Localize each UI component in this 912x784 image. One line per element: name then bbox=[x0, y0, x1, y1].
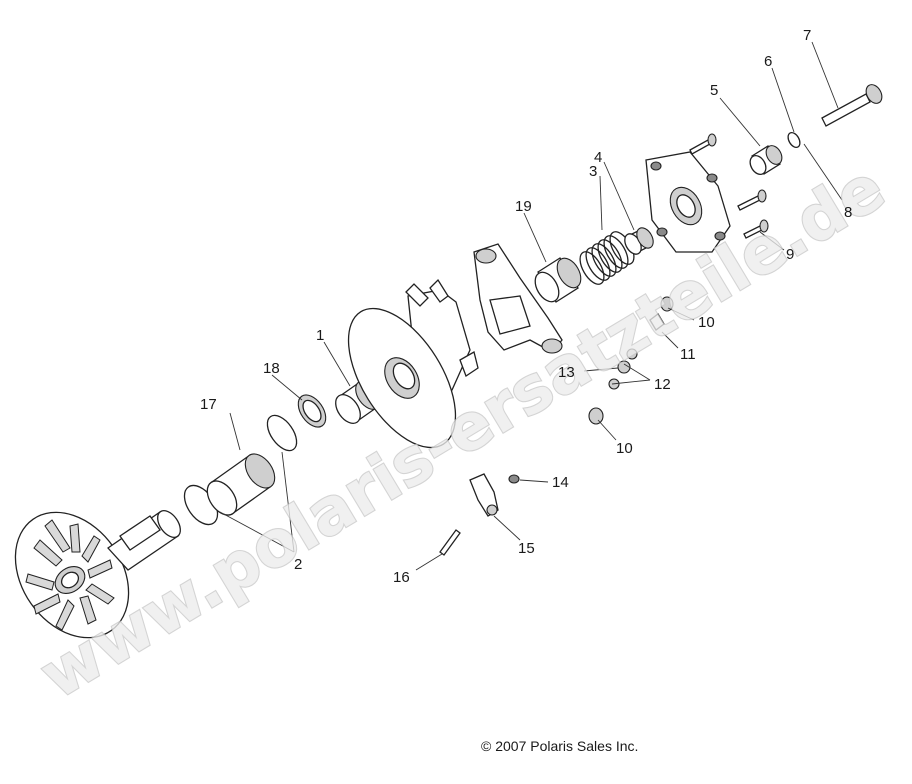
callout-4: 4 bbox=[594, 149, 602, 166]
callout-17: 17 bbox=[200, 396, 217, 413]
spider-arm-part bbox=[473, 243, 563, 354]
callout-13: 13 bbox=[558, 364, 575, 381]
callout-10-upper: 10 bbox=[698, 314, 715, 331]
callout-2: 2 bbox=[294, 556, 302, 573]
callout-6: 6 bbox=[764, 53, 772, 70]
bushing-5-part bbox=[749, 145, 783, 175]
leader-lines bbox=[219, 41, 843, 571]
callout-9: 9 bbox=[786, 246, 794, 263]
callout-14: 14 bbox=[552, 474, 569, 491]
callout-12: 12 bbox=[654, 376, 671, 393]
cover-plate-part bbox=[645, 151, 731, 253]
bushing-19-part bbox=[534, 257, 582, 303]
watermark-text: www.polaris-ersatzteile.de bbox=[28, 151, 897, 714]
nut-14-part bbox=[508, 474, 520, 484]
callout-10-lower: 10 bbox=[616, 440, 633, 457]
callout-5: 5 bbox=[710, 82, 718, 99]
weight-15-part bbox=[469, 473, 499, 517]
callout-19: 19 bbox=[515, 198, 532, 215]
bushing-18-part bbox=[297, 394, 327, 428]
callout-8: 8 bbox=[844, 204, 852, 221]
ring-2b-part bbox=[266, 414, 298, 452]
pin-16-part bbox=[439, 529, 461, 556]
callout-11: 11 bbox=[680, 346, 696, 363]
callout-18: 18 bbox=[263, 360, 280, 377]
callout-15: 15 bbox=[518, 540, 535, 557]
small-bolts-part bbox=[689, 133, 769, 239]
bushing-4-part bbox=[624, 227, 654, 255]
callout-16: 16 bbox=[393, 569, 410, 586]
fixed-sheave-part bbox=[14, 510, 181, 639]
washer-6-part bbox=[787, 131, 801, 149]
sleeve-17-part bbox=[206, 453, 276, 516]
copyright-notice: © 2007 Polaris Sales Inc. bbox=[481, 738, 639, 754]
bolt-7-part bbox=[821, 84, 883, 127]
spring-3-part bbox=[579, 231, 635, 285]
callout-1: 1 bbox=[316, 327, 324, 344]
callout-3: 3 bbox=[589, 163, 597, 180]
movable-sheave-part bbox=[347, 278, 479, 449]
callout-7: 7 bbox=[803, 27, 811, 44]
